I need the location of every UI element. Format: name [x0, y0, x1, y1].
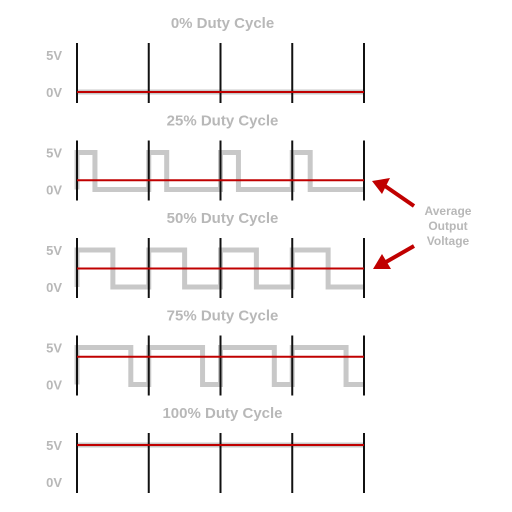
panel-title: 75% Duty Cycle	[167, 308, 279, 325]
label-0v: 0V	[46, 85, 62, 100]
label-5v: 5V	[46, 341, 62, 356]
panel-50-percent: 50% Duty Cycle 5V 0V	[46, 210, 365, 298]
panel-0-percent: 0% Duty Cycle 5V 0V	[46, 15, 365, 103]
panel-title: 25% Duty Cycle	[167, 113, 279, 130]
annotation-line-2: Output	[428, 219, 467, 233]
annotation-line-1: Average	[425, 204, 472, 218]
panel-100-percent: 100% Duty Cycle 5V 0V	[46, 405, 365, 493]
panel-75-percent: 75% Duty Cycle 5V 0V	[46, 308, 365, 396]
label-5v: 5V	[46, 146, 62, 161]
label-5v: 5V	[46, 243, 62, 258]
label-0v: 0V	[46, 378, 62, 393]
average-voltage-annotation: Average Output Voltage	[372, 178, 472, 269]
label-5v: 5V	[46, 48, 62, 63]
panel-title: 100% Duty Cycle	[162, 405, 282, 422]
panel-25-percent: 25% Duty Cycle 5V 0V	[46, 113, 365, 201]
arrow-to-50-percent-average	[373, 244, 415, 269]
panel-title: 50% Duty Cycle	[167, 210, 279, 227]
panel-title: 0% Duty Cycle	[171, 15, 274, 32]
label-0v: 0V	[46, 280, 62, 295]
label-5v: 5V	[46, 438, 62, 453]
label-0v: 0V	[46, 475, 62, 490]
annotation-line-3: Voltage	[427, 234, 470, 248]
label-0v: 0V	[46, 183, 62, 198]
arrow-to-25-percent-average	[372, 178, 416, 208]
